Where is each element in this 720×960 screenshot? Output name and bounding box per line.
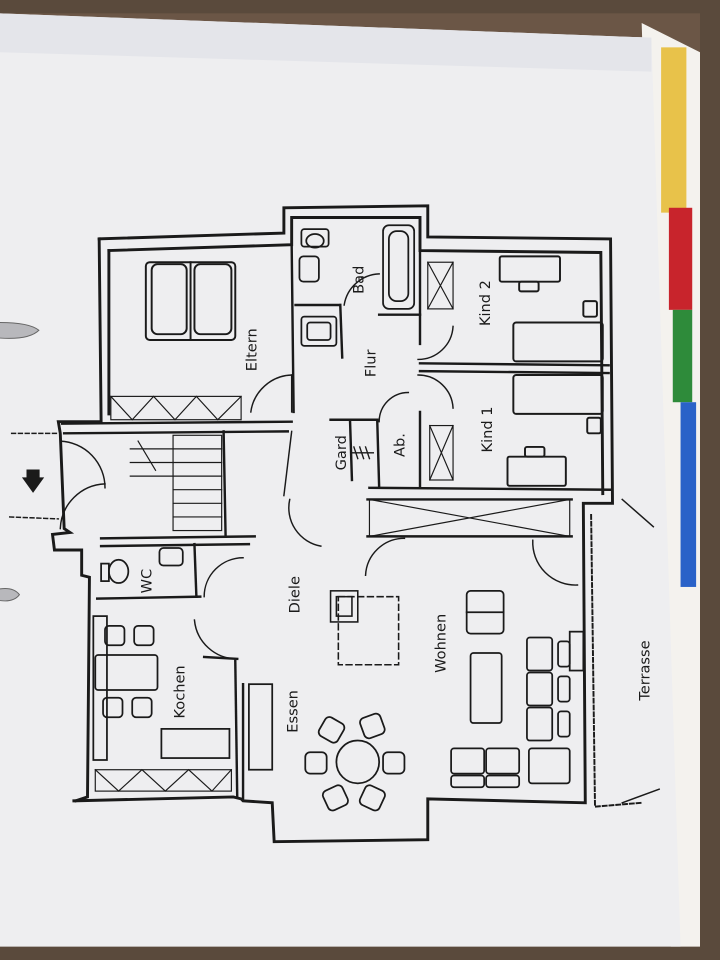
room-label-diele: Diele bbox=[286, 576, 303, 613]
room-label-eltern: Eltern bbox=[244, 328, 261, 371]
tab-blue[interactable] bbox=[680, 402, 697, 587]
room-label-essen: Essen bbox=[285, 690, 302, 733]
kind1-furniture bbox=[506, 374, 604, 487]
terrace-corner-mark bbox=[621, 498, 655, 528]
room-label-ab: Ab. bbox=[391, 433, 408, 457]
room-label-flur: Flur bbox=[362, 349, 379, 377]
room-label-kochen: Kochen bbox=[172, 665, 189, 718]
binder-ring-icon bbox=[0, 322, 40, 602]
room-label-bad: Bad bbox=[351, 266, 368, 294]
window-sills bbox=[94, 261, 571, 792]
room-label-wc: WC bbox=[139, 569, 156, 594]
floor-plan bbox=[8, 204, 661, 844]
kitchen-furniture bbox=[92, 615, 231, 761]
kind2-furniture bbox=[498, 255, 604, 363]
tab-red[interactable] bbox=[668, 207, 693, 310]
bath-fixtures bbox=[298, 224, 416, 347]
fireplace bbox=[329, 590, 400, 666]
room-labels: Bad Kind 2 Eltern Flur Kind 1 Ab. Gard W… bbox=[139, 266, 654, 733]
garderobe-rack bbox=[351, 446, 375, 460]
room-label-kind1: Kind 1 bbox=[479, 406, 496, 452]
room-label-kind2: Kind 2 bbox=[477, 280, 494, 326]
entrance-arrow-icon bbox=[8, 432, 60, 520]
room-label-gard: Gard bbox=[333, 435, 350, 470]
terrace-edge bbox=[590, 514, 643, 808]
living-set bbox=[450, 589, 585, 789]
double-bed bbox=[144, 261, 237, 341]
tab-green[interactable] bbox=[672, 309, 693, 403]
paper-page bbox=[0, 13, 681, 947]
room-label-terrasse: Terrasse bbox=[636, 640, 653, 701]
wc-fixtures bbox=[100, 547, 184, 584]
paper-shade bbox=[0, 13, 652, 72]
room-label-wohnen: Wohnen bbox=[432, 614, 449, 673]
floor-plan-sheet: Bad Kind 2 Eltern Flur Kind 1 Ab. Gard W… bbox=[0, 13, 700, 947]
staircase bbox=[129, 434, 223, 532]
door-swings bbox=[59, 273, 579, 660]
tab-yellow[interactable] bbox=[661, 47, 687, 213]
dining-set bbox=[248, 683, 406, 812]
